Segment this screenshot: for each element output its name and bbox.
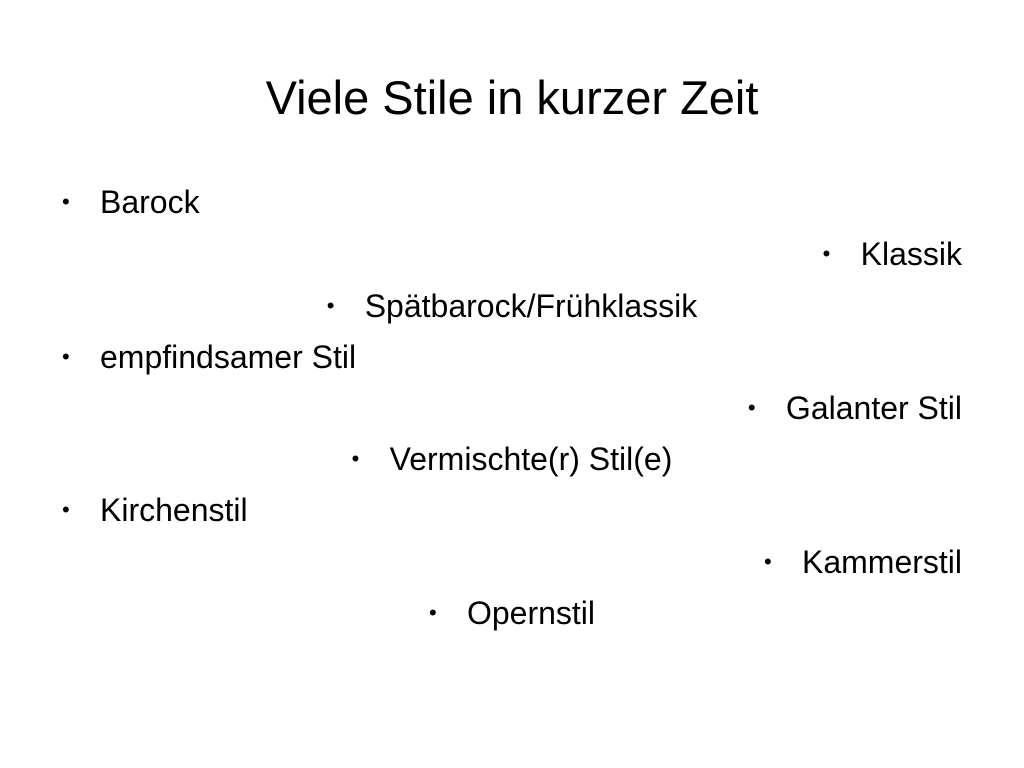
bullet-label: Opernstil (466, 595, 596, 631)
bullet-item-opernstil: • Opernstil (0, 587, 1024, 639)
bullet-icon: • (822, 241, 831, 266)
bullet-item-spaetbarock: • Spätbarock/Frühklassik (0, 280, 1024, 332)
bullet-icon: • (62, 344, 70, 369)
bullet-icon: • (326, 293, 335, 318)
bullet-item-klassik: • Klassik (823, 228, 962, 280)
slide-title: Viele Stile in kurzer Zeit (265, 71, 759, 124)
bullet-item-vermischte-stile: • Vermischte(r) Stil(e) (0, 433, 1024, 485)
bullet-icon: • (763, 549, 772, 574)
bullet-label: empfindsamer Stil (100, 339, 357, 375)
bullet-icon: • (62, 497, 70, 522)
bullet-icon: • (747, 395, 756, 420)
bullet-icon: • (62, 189, 70, 214)
bullet-label: Klassik (860, 236, 962, 272)
bullet-label: Galanter Stil (785, 390, 962, 426)
bullet-icon: • (428, 600, 437, 625)
bullet-item-kammerstil: • Kammerstil (764, 536, 962, 588)
bullet-item-empfindsamer-stil: • empfindsamer Stil (62, 331, 356, 383)
bullet-item-barock: • Barock (62, 176, 200, 228)
bullet-item-kirchenstil: • Kirchenstil (62, 484, 248, 536)
bullet-label: Barock (100, 184, 200, 220)
bullet-label: Vermischte(r) Stil(e) (389, 441, 673, 477)
bullet-icon: • (351, 446, 360, 471)
bullet-label: Spätbarock/Frühklassik (364, 288, 698, 324)
bullet-label: Kammerstil (801, 544, 962, 580)
bullet-label: Kirchenstil (100, 492, 248, 528)
bullet-item-galanter-stil: • Galanter Stil (748, 382, 962, 434)
